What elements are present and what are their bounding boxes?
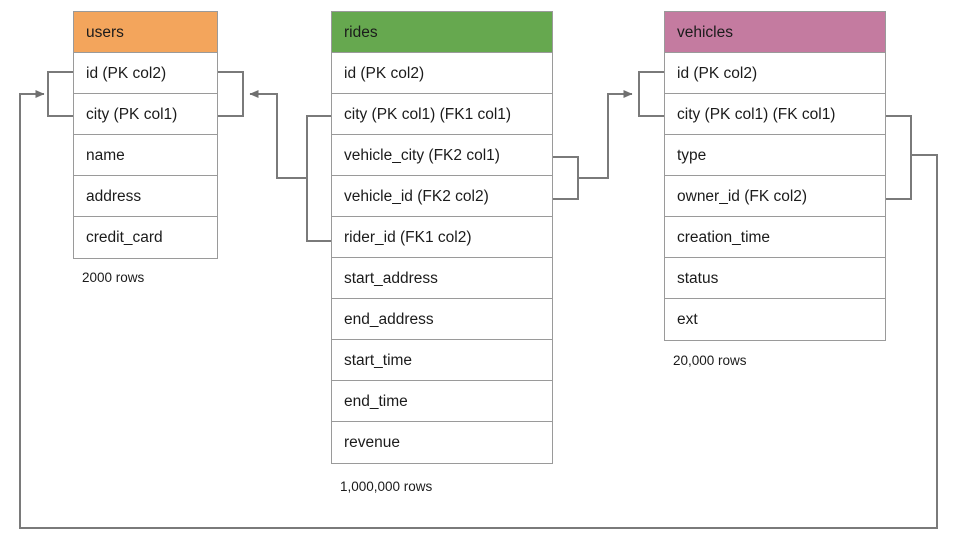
- field-users-name[interactable]: name: [74, 135, 217, 176]
- field-rides-start-time[interactable]: start_time: [332, 340, 552, 381]
- field-rides-id[interactable]: id (PK col2): [332, 53, 552, 94]
- field-rides-rider-id[interactable]: rider_id (FK1 col2): [332, 217, 552, 258]
- rowcount-rides: 1,000,000 rows: [340, 479, 433, 494]
- field-users-address[interactable]: address: [74, 176, 217, 217]
- entity-vehicles-header: vehicles: [665, 12, 885, 53]
- vehicles-right-bracket: [886, 115, 912, 200]
- users-left-bracket: [47, 71, 73, 117]
- field-rides-city[interactable]: city (PK col1) (FK1 col1): [332, 94, 552, 135]
- users-right-bracket: [218, 71, 244, 117]
- field-rides-vehicle-id[interactable]: vehicle_id (FK2 col2): [332, 176, 552, 217]
- field-users-credit-card[interactable]: credit_card: [74, 217, 217, 258]
- rides-left-bracket: [306, 115, 331, 242]
- field-vehicles-id[interactable]: id (PK col2): [665, 53, 885, 94]
- entity-users-header: users: [74, 12, 217, 53]
- entity-users[interactable]: users id (PK col2) city (PK col1) name a…: [73, 11, 218, 259]
- field-rides-end-time[interactable]: end_time: [332, 381, 552, 422]
- field-vehicles-creation-time[interactable]: creation_time: [665, 217, 885, 258]
- field-rides-start-address[interactable]: start_address: [332, 258, 552, 299]
- connector-rides-to-vehicles: [578, 90, 633, 179]
- entity-vehicles[interactable]: vehicles id (PK col2) city (PK col1) (FK…: [664, 11, 886, 341]
- field-vehicles-type[interactable]: type: [665, 135, 885, 176]
- entity-rides[interactable]: rides id (PK col2) city (PK col1) (FK1 c…: [331, 11, 553, 464]
- field-rides-revenue[interactable]: revenue: [332, 422, 552, 463]
- field-vehicles-ext[interactable]: ext: [665, 299, 885, 340]
- entity-rides-header: rides: [332, 12, 552, 53]
- field-vehicles-status[interactable]: status: [665, 258, 885, 299]
- rides-right-bracket: [553, 156, 579, 200]
- field-rides-vehicle-city[interactable]: vehicle_city (FK2 col1): [332, 135, 552, 176]
- field-users-city[interactable]: city (PK col1): [74, 94, 217, 135]
- field-users-id[interactable]: id (PK col2): [74, 53, 217, 94]
- field-vehicles-city[interactable]: city (PK col1) (FK col1): [665, 94, 885, 135]
- rowcount-vehicles: 20,000 rows: [673, 353, 747, 368]
- connector-rides-to-users: [249, 90, 307, 179]
- field-vehicles-owner-id[interactable]: owner_id (FK col2): [665, 176, 885, 217]
- vehicles-left-bracket: [638, 71, 664, 117]
- rowcount-users: 2000 rows: [82, 270, 145, 285]
- field-rides-end-address[interactable]: end_address: [332, 299, 552, 340]
